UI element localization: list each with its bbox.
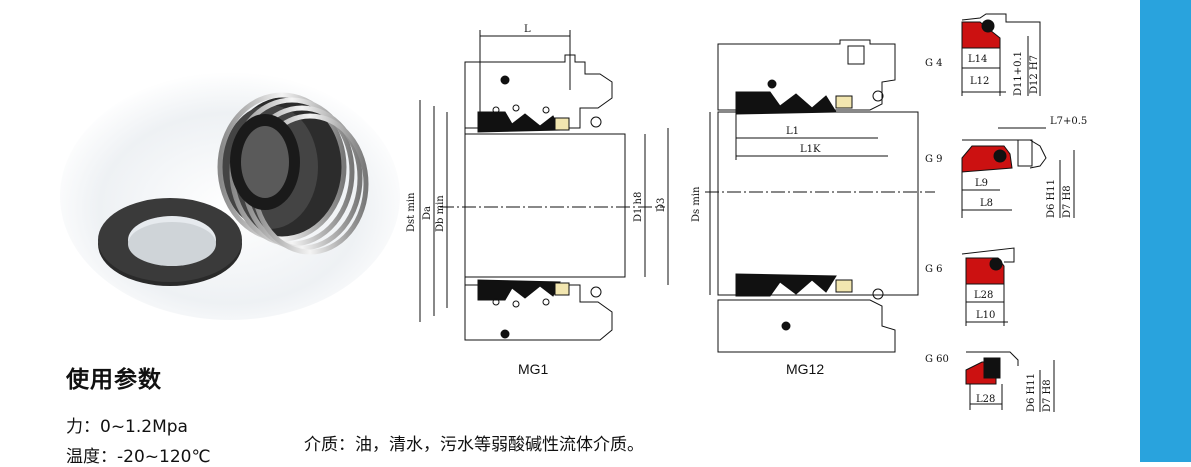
g9-dim-d7: D7 H8 bbox=[1062, 185, 1073, 218]
g4-dim-d11: D11+0.1 bbox=[1013, 51, 1024, 96]
g4-dim-l14: L14 bbox=[968, 54, 987, 65]
mg1-dim-da: Da bbox=[422, 206, 433, 220]
mg1-dim-d1: D1 h8 bbox=[633, 192, 644, 222]
mg1-drawing bbox=[419, 30, 669, 341]
seal-product-photo bbox=[60, 72, 400, 320]
mg1-dim-L: L bbox=[524, 24, 531, 35]
mg1-dim-dst: Dst min bbox=[406, 192, 417, 232]
g60-dim-d6: D6 H11 bbox=[1026, 373, 1037, 412]
g9-dim-d6: D6 H11 bbox=[1046, 179, 1057, 218]
param-pressure: 力：0~1.2Mpa bbox=[66, 417, 188, 437]
g6-dim-l28: L28 bbox=[974, 290, 993, 301]
g6-code: G 6 bbox=[925, 264, 943, 275]
param-temperature: 温度：-20~120℃ bbox=[66, 447, 211, 467]
g60-code: G 60 bbox=[925, 354, 949, 365]
g4-code: G 4 bbox=[925, 58, 943, 69]
mg1-dim-db: Db min bbox=[435, 195, 446, 232]
g4-dim-d12: D12 H7 bbox=[1029, 55, 1040, 94]
accent-sidebar bbox=[1140, 0, 1191, 462]
mg1-caption: MG1 bbox=[518, 361, 549, 377]
g9-code: G 9 bbox=[925, 154, 943, 165]
mg12-drawing bbox=[705, 39, 935, 353]
g9-dim-l8: L8 bbox=[980, 198, 993, 209]
mg12-dim-ds: Ds min bbox=[691, 186, 702, 222]
g9-drawing bbox=[961, 127, 1075, 218]
section-title: 使用参数 bbox=[66, 367, 162, 393]
medium-description: 介质：油，清水，污水等弱酸碱性流体介质。 bbox=[304, 435, 644, 455]
g4-dim-l12: L12 bbox=[970, 76, 989, 87]
mg12-dim-l1: L1 bbox=[786, 126, 799, 137]
g60-dim-l28: L28 bbox=[976, 394, 995, 405]
mg12-caption: MG12 bbox=[786, 361, 824, 377]
g60-drawing bbox=[965, 351, 1055, 412]
mg1-dim-d3: D3 bbox=[656, 198, 667, 212]
g60-dim-d7: D7 H8 bbox=[1042, 379, 1053, 412]
g4-drawing bbox=[961, 13, 1041, 96]
mg12-dim-l1k: L1K bbox=[800, 144, 821, 155]
g6-drawing bbox=[961, 247, 1015, 326]
g9-dim-l9: L9 bbox=[975, 178, 988, 189]
g9-dim-l7: L7+0.5 bbox=[1050, 116, 1087, 127]
g6-dim-l10: L10 bbox=[976, 310, 995, 321]
